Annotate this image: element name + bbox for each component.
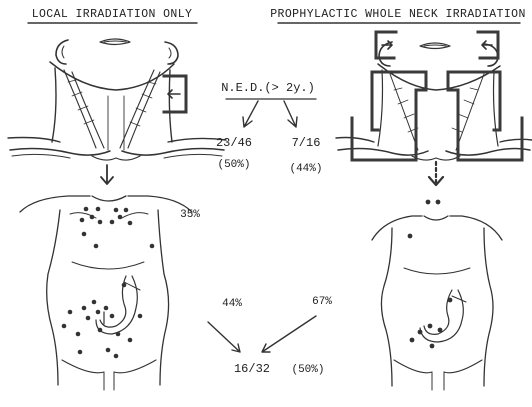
left-neck-figure — [8, 39, 226, 160]
left-outcome-percent: (50%) — [217, 159, 250, 171]
whole-neck-portals — [352, 32, 522, 160]
right-neck-figure — [336, 42, 532, 160]
right-torso — [372, 216, 502, 390]
chest-percent: 35% — [180, 209, 200, 221]
left-torso — [20, 196, 192, 390]
combined-percent: (50%) — [291, 364, 324, 376]
combined-ratio: 16/32 — [234, 362, 270, 376]
ned-arrow-left — [243, 101, 258, 127]
left-heading: LOCAL IRRADIATION ONLY — [28, 8, 197, 23]
bottom-arrow-right — [262, 316, 316, 352]
right-heading: PROPHYLACTIC WHOLE NECK IRRADIATION — [270, 8, 526, 23]
abdomen-right-percent: 67% — [312, 296, 332, 308]
abdomen-left-percent: 44% — [222, 298, 242, 310]
right-outcome-percent: (44%) — [289, 163, 322, 175]
ned-arrow-right — [284, 101, 297, 127]
local-field-bracket — [164, 76, 186, 112]
ned-label: N.E.D.(> 2y.) — [221, 81, 315, 95]
right-outcome-ratio: 7/16 — [292, 136, 321, 150]
left-outcome-ratio: 23/46 — [216, 136, 252, 150]
bottom-arrow-left — [208, 322, 240, 352]
right-down-arrow — [429, 162, 443, 185]
svg-text:PROPHYLACTIC WHOLE NECK IRRADI: PROPHYLACTIC WHOLE NECK IRRADIATION — [270, 8, 526, 21]
left-metastasis-dots — [62, 207, 155, 359]
svg-text:LOCAL IRRADIATION ONLY: LOCAL IRRADIATION ONLY — [32, 8, 193, 21]
left-down-arrow — [101, 165, 113, 184]
